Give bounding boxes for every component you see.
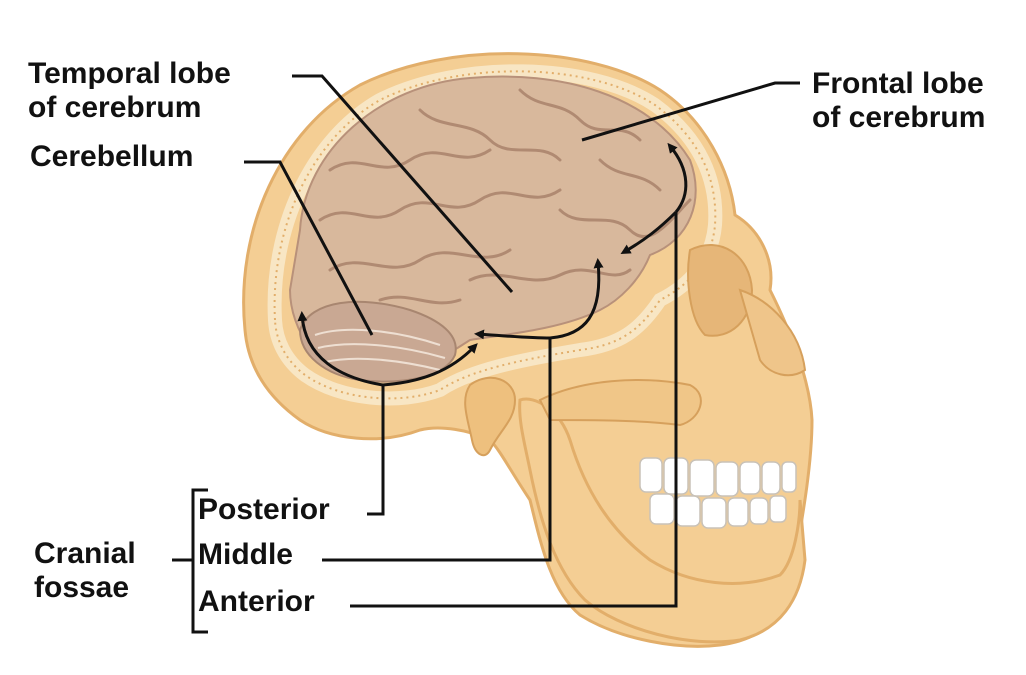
ear-bone xyxy=(464,376,517,457)
posterior-fossa-arrow-front xyxy=(382,343,478,387)
label-temporal-line2: of cerebrum xyxy=(28,91,202,124)
label-posterior: Posterior xyxy=(198,493,330,526)
label-cranial-fossae: Cranial fossae xyxy=(34,537,136,605)
middle-fossa-arrow-front xyxy=(549,258,604,340)
label-anterior: Anterior xyxy=(198,585,315,618)
mandible xyxy=(518,397,807,644)
middle-fossa-arrow-back xyxy=(474,329,551,340)
posterior-fossa-arrow-back xyxy=(297,311,384,387)
fossae-bracket xyxy=(172,488,208,634)
label-cranial-line2: fossae xyxy=(34,571,130,604)
anterior-fossa-arrow-front xyxy=(667,142,688,213)
label-frontal-line1: Frontal lobe xyxy=(812,67,984,100)
label-middle: Middle xyxy=(198,538,293,571)
label-cerebellum: Cerebellum xyxy=(30,140,194,173)
eye-orbit xyxy=(687,244,754,337)
label-temporal-line1: Temporal lobe xyxy=(28,57,231,90)
cerebellum-folia xyxy=(314,328,446,371)
leader-lines xyxy=(244,74,800,608)
leader-temporal xyxy=(292,74,514,293)
leader-cerebellum xyxy=(244,160,374,336)
label-cranial-line1: Cranial xyxy=(34,537,136,570)
anterior-fossa-arrow-back xyxy=(620,210,678,254)
leader-frontal xyxy=(581,81,800,142)
leader-anterior xyxy=(350,212,678,608)
fossa-arrows xyxy=(297,142,688,387)
label-frontal-lobe: Frontal lobe of cerebrum xyxy=(812,67,985,135)
leader-posterior xyxy=(367,385,385,516)
label-temporal-lobe: Temporal lobe of cerebrum xyxy=(28,57,231,125)
leader-middle xyxy=(322,338,552,562)
label-frontal-line2: of cerebrum xyxy=(812,101,986,134)
